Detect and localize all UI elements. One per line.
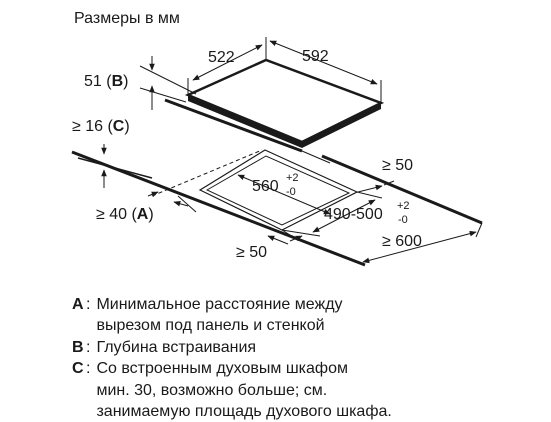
depth-b-dimension — [139, 56, 197, 110]
legend-text: Со встроенным духовым шкафом мин. 30, во… — [96, 360, 392, 421]
legend-item-b: B: Глубина встраивания — [72, 337, 542, 358]
front-clearance-dimension — [267, 229, 303, 245]
diagram-heading: Размеры в мм — [74, 10, 180, 27]
hob-dimension-lines — [187, 37, 382, 103]
legend-key: B — [72, 338, 84, 356]
worktop-depth-label: ≥ 600 — [382, 233, 422, 250]
clearance-c-dimension — [77, 144, 153, 188]
hob-plate — [184, 58, 385, 148]
legend-key: C — [72, 360, 84, 378]
clearance-a-label: ≥ 40 (A) — [96, 206, 154, 223]
hob-width-label: 592 — [302, 48, 329, 65]
legend: A: Минимальное расстояние между вырезом … — [72, 294, 542, 422]
cutout-depth-tol-minus: -0 — [398, 214, 408, 226]
legend-item-a: A: Минимальное расстояние между вырезом … — [72, 294, 542, 337]
legend-text: Минимальное расстояние между вырезом под… — [96, 296, 343, 335]
worktop-depth-dimension — [362, 222, 483, 264]
legend-item-c: C: Со встроенным духовым шкафом мин. 30,… — [72, 358, 542, 422]
side-clearance-label: ≥ 50 — [382, 157, 413, 174]
legend-key: A — [72, 296, 84, 313]
hob-depth-label: 522 — [208, 49, 235, 66]
legend-text: Глубина встраивания — [96, 338, 257, 356]
cutout-depth-dimension — [281, 191, 383, 237]
clearance-c-label: ≥ 16 (C) — [72, 118, 130, 135]
cutout-width-label: 560 — [252, 178, 279, 195]
side-clearance-dimension — [357, 180, 395, 193]
front-clearance-label: ≥ 50 — [236, 244, 267, 261]
clearance-a-dimension — [147, 191, 197, 213]
cutout-width-tol-plus: +2 — [286, 172, 299, 184]
cutout-depth-label: 490-500 — [324, 206, 383, 223]
worktop — [71, 98, 483, 267]
cutout-depth-tol-plus: +2 — [397, 200, 410, 212]
cutout-width-tol-minus: -0 — [286, 186, 296, 198]
depth-b-label: 51 (B) — [84, 73, 128, 90]
